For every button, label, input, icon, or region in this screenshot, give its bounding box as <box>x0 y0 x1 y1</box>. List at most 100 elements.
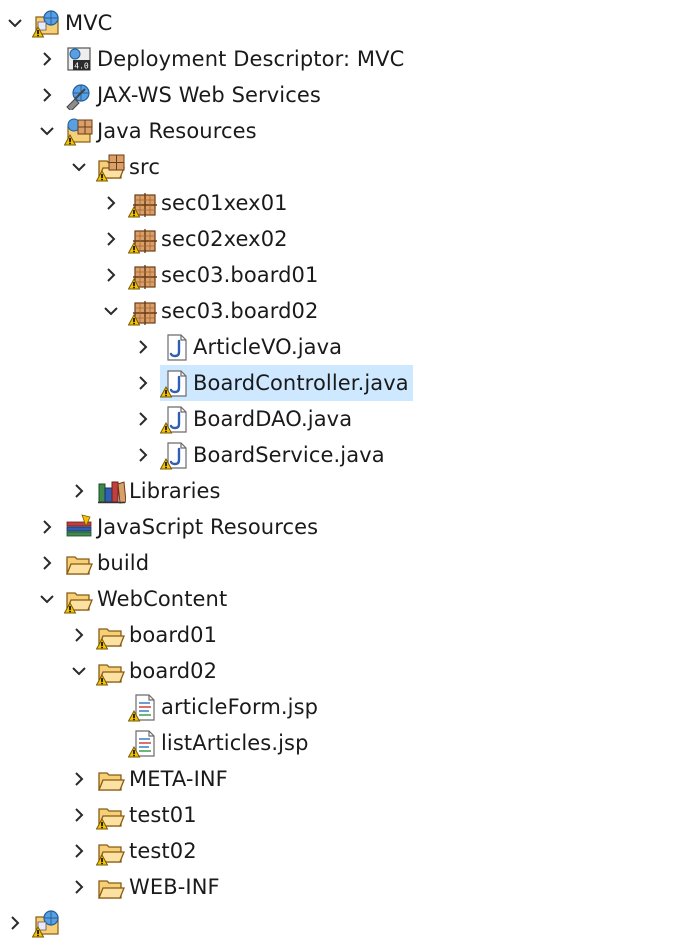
java-resources-icon <box>64 116 94 146</box>
tree-row-meta-inf[interactable]: META-INF <box>0 761 689 797</box>
folder-icon <box>96 764 126 794</box>
tree-item-file-articleform[interactable]: articleForm.jsp <box>128 689 322 725</box>
chevron-right-icon <box>75 844 84 858</box>
expand-toggle[interactable] <box>70 770 88 788</box>
expand-toggle[interactable] <box>102 266 120 284</box>
tree-row-pkg-sec02xex02[interactable]: sec02xex02 <box>0 221 689 257</box>
tree-item-mvc[interactable]: MVC <box>32 5 116 41</box>
tree-item-file-boardcontroller[interactable]: BoardController.java <box>160 365 413 401</box>
tree-item-pkg-sec03-board02[interactable]: sec03.board02 <box>128 293 322 329</box>
expand-toggle[interactable] <box>102 194 120 212</box>
tree-row-build[interactable]: build <box>0 545 689 581</box>
web-services-icon <box>64 80 94 110</box>
chevron-down-icon <box>8 19 22 28</box>
expand-toggle[interactable] <box>38 50 56 68</box>
jsp-file-icon <box>128 728 158 758</box>
expand-toggle[interactable] <box>38 554 56 572</box>
tree-row-libraries[interactable]: Libraries <box>0 473 689 509</box>
tree-item-web-inf[interactable]: WEB-INF <box>96 869 224 905</box>
collapse-toggle[interactable] <box>102 302 120 320</box>
tree-row-file-boarddao[interactable]: BoardDAO.java <box>0 401 689 437</box>
tree-item-build[interactable]: build <box>64 545 153 581</box>
tree-item-next-project[interactable] <box>32 905 69 941</box>
tree-row-test01[interactable]: test01 <box>0 797 689 833</box>
tree-item-file-boarddao[interactable]: BoardDAO.java <box>160 401 356 437</box>
tree-row-java-resources[interactable]: Java Resources <box>0 113 689 149</box>
folder-icon <box>96 800 126 830</box>
tree-row-javascript-resources[interactable]: JavaScript Resources <box>0 509 689 545</box>
chevron-down-icon <box>104 307 118 316</box>
expand-toggle[interactable] <box>70 842 88 860</box>
expand-toggle[interactable] <box>38 518 56 536</box>
expand-toggle[interactable] <box>70 878 88 896</box>
tree-row-pkg-sec01xex01[interactable]: sec01xex01 <box>0 185 689 221</box>
tree-row-deployment-descriptor[interactable]: 4.0 Deployment Descriptor: MVC <box>0 41 689 77</box>
tree-row-pkg-sec03-board01[interactable]: sec03.board01 <box>0 257 689 293</box>
tree-item-pkg-sec02xex02[interactable]: sec02xex02 <box>128 221 292 257</box>
expand-toggle[interactable] <box>134 338 152 356</box>
tree-row-pkg-sec03-board02[interactable]: sec03.board02 <box>0 293 689 329</box>
chevron-right-icon <box>139 448 148 462</box>
collapse-toggle[interactable] <box>38 122 56 140</box>
expand-toggle[interactable] <box>70 626 88 644</box>
tree-item-src[interactable]: src <box>96 149 164 185</box>
tree-row-test02[interactable]: test02 <box>0 833 689 869</box>
tree-row-webcontent[interactable]: WebContent <box>0 581 689 617</box>
expand-toggle[interactable] <box>102 230 120 248</box>
tree-item-file-articlevo[interactable]: ArticleVO.java <box>160 329 346 365</box>
tree-item-label: Deployment Descriptor: MVC <box>97 47 405 71</box>
tree-row-mvc[interactable]: MVC <box>0 5 689 41</box>
chevron-right-icon <box>75 772 84 786</box>
tree-row-file-articlevo[interactable]: ArticleVO.java <box>0 329 689 365</box>
chevron-right-icon <box>43 520 52 534</box>
expand-toggle[interactable] <box>70 806 88 824</box>
collapse-toggle[interactable] <box>70 158 88 176</box>
tree-item-pkg-sec03-board01[interactable]: sec03.board01 <box>128 257 322 293</box>
tree-item-label: BoardController.java <box>193 371 409 395</box>
folder-icon <box>96 656 126 686</box>
tree-row-board02[interactable]: board02 <box>0 653 689 689</box>
tree-row-file-articleform[interactable]: articleForm.jsp <box>0 689 689 725</box>
tree-item-webcontent[interactable]: WebContent <box>64 581 231 617</box>
tree-row-board01[interactable]: board01 <box>0 617 689 653</box>
tree-item-jax-ws[interactable]: JAX-WS Web Services <box>64 77 325 113</box>
tree-item-file-listarticles[interactable]: listArticles.jsp <box>128 725 313 761</box>
tree-item-label: src <box>129 155 160 179</box>
tree-row-web-inf[interactable]: WEB-INF <box>0 869 689 905</box>
expand-toggle[interactable] <box>134 446 152 464</box>
java-file-icon <box>160 404 190 434</box>
tree-row-jax-ws[interactable]: JAX-WS Web Services <box>0 77 689 113</box>
web-project-icon <box>32 908 62 938</box>
expand-toggle[interactable] <box>38 86 56 104</box>
tree-item-label: META-INF <box>129 767 228 791</box>
collapse-toggle[interactable] <box>70 662 88 680</box>
collapse-toggle[interactable] <box>38 590 56 608</box>
tree-item-label: BoardDAO.java <box>193 407 353 431</box>
collapse-toggle[interactable] <box>6 14 24 32</box>
expand-toggle[interactable] <box>70 482 88 500</box>
tree-item-deployment-descriptor[interactable]: 4.0 Deployment Descriptor: MVC <box>64 41 408 77</box>
tree-row-file-boardservice[interactable]: BoardService.java <box>0 437 689 473</box>
expand-toggle[interactable] <box>134 410 152 428</box>
tree-item-test02[interactable]: test02 <box>96 833 201 869</box>
tree-row-file-listarticles[interactable]: listArticles.jsp <box>0 725 689 761</box>
folder-icon <box>96 872 126 902</box>
tree-item-pkg-sec01xex01[interactable]: sec01xex01 <box>128 185 292 221</box>
tree-item-libraries[interactable]: Libraries <box>96 473 225 509</box>
tree-item-board02[interactable]: board02 <box>96 653 221 689</box>
tree-item-label: JAX-WS Web Services <box>97 83 321 107</box>
svg-text:4.0: 4.0 <box>74 62 89 71</box>
package-icon <box>128 296 158 326</box>
tree-row-src[interactable]: src <box>0 149 689 185</box>
tree-item-file-boardservice[interactable]: BoardService.java <box>160 437 389 473</box>
tree-row-file-boardcontroller[interactable]: BoardController.java <box>0 365 689 401</box>
tree-item-test01[interactable]: test01 <box>96 797 201 833</box>
tree-item-board01[interactable]: board01 <box>96 617 221 653</box>
tree-item-javascript-resources[interactable]: JavaScript Resources <box>64 509 322 545</box>
tree-row-next-project[interactable] <box>0 905 689 941</box>
tree-item-meta-inf[interactable]: META-INF <box>96 761 232 797</box>
tree-item-java-resources[interactable]: Java Resources <box>64 113 261 149</box>
warning-overlay-icon <box>160 421 173 434</box>
warning-overlay-icon <box>96 637 109 650</box>
expand-toggle[interactable] <box>134 374 152 392</box>
